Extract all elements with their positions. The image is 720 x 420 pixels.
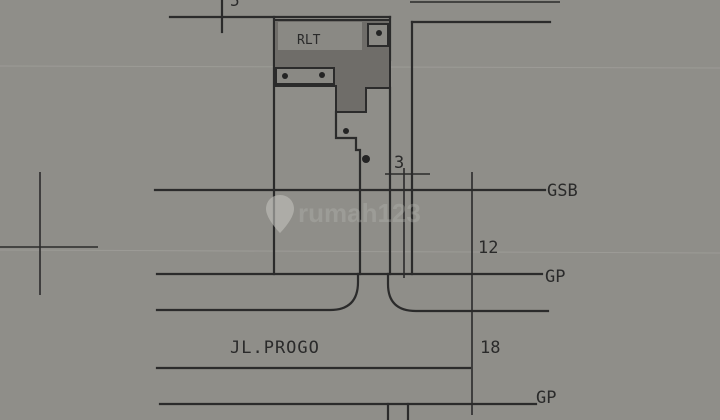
street-width-label: 18 [480, 338, 500, 358]
watermark-text: rumah123 [298, 198, 421, 228]
stepped-wall-left [334, 110, 362, 276]
marker-dot [343, 128, 349, 134]
street-name-label: JL.PROGO [230, 338, 320, 358]
room-label: RLT [297, 33, 321, 48]
road-edge-right-curve [386, 272, 550, 313]
room-label-area [278, 22, 362, 50]
building-line-label: GSB [547, 181, 578, 201]
property-line-label-lower: GP [536, 388, 556, 408]
room-strip [275, 67, 335, 85]
property-line-label-upper: GP [545, 267, 565, 287]
marker-dot [376, 30, 382, 36]
marker-dot [282, 73, 288, 79]
location-pin-icon [266, 195, 294, 233]
marker-dot [319, 72, 325, 78]
marker-dot [362, 155, 370, 163]
setback-dimension-label: 12 [478, 238, 498, 258]
top-dimension-label: 5 [230, 0, 240, 10]
watermark: rumah123 [266, 195, 421, 233]
width-dimension-label: 3 [394, 153, 404, 173]
road-edge-left-curve [155, 272, 360, 312]
